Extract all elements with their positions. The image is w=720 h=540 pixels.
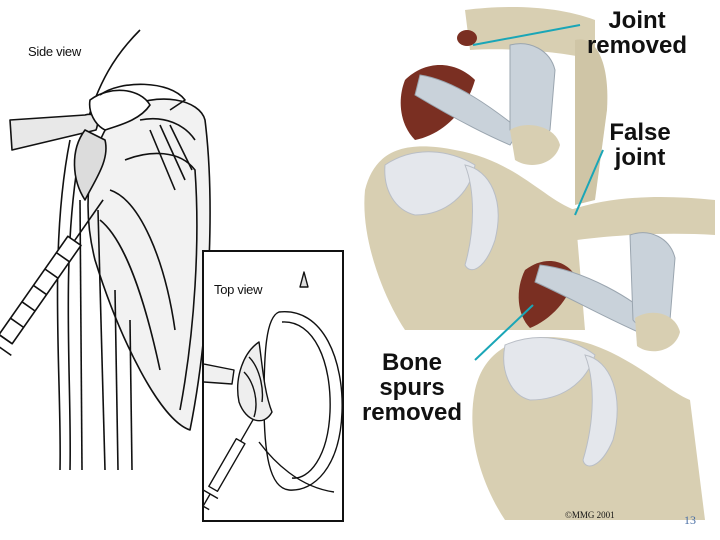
top-view-drawing	[204, 271, 342, 511]
joint-removed-text: Joint removed	[586, 7, 688, 60]
side-view-label: Side view	[28, 44, 81, 59]
copyright-text: ©MMG 2001	[565, 510, 615, 520]
top-view-label: Top view	[214, 282, 263, 297]
bone-spurs-removed-label: Bone spurs removed	[347, 350, 477, 426]
bone-spurs-removed-text: Bone spurs removed	[361, 349, 463, 427]
false-joint-text: False joint	[609, 119, 671, 172]
callout-lines	[472, 24, 604, 361]
false-joint-label: False joint	[600, 119, 680, 172]
anatomy-illustration: Joint removed False joint Bone spurs rem…	[345, 0, 720, 520]
lower-shoulder	[472, 197, 715, 520]
side-view-drawing	[0, 29, 211, 471]
anatomy-drawing	[364, 7, 715, 520]
page-number: 13	[684, 513, 696, 527]
top-view-illustration: Top view	[202, 250, 344, 522]
joint-removed-label: Joint removed	[577, 7, 697, 60]
side-view-illustration: Side view	[0, 0, 340, 480]
